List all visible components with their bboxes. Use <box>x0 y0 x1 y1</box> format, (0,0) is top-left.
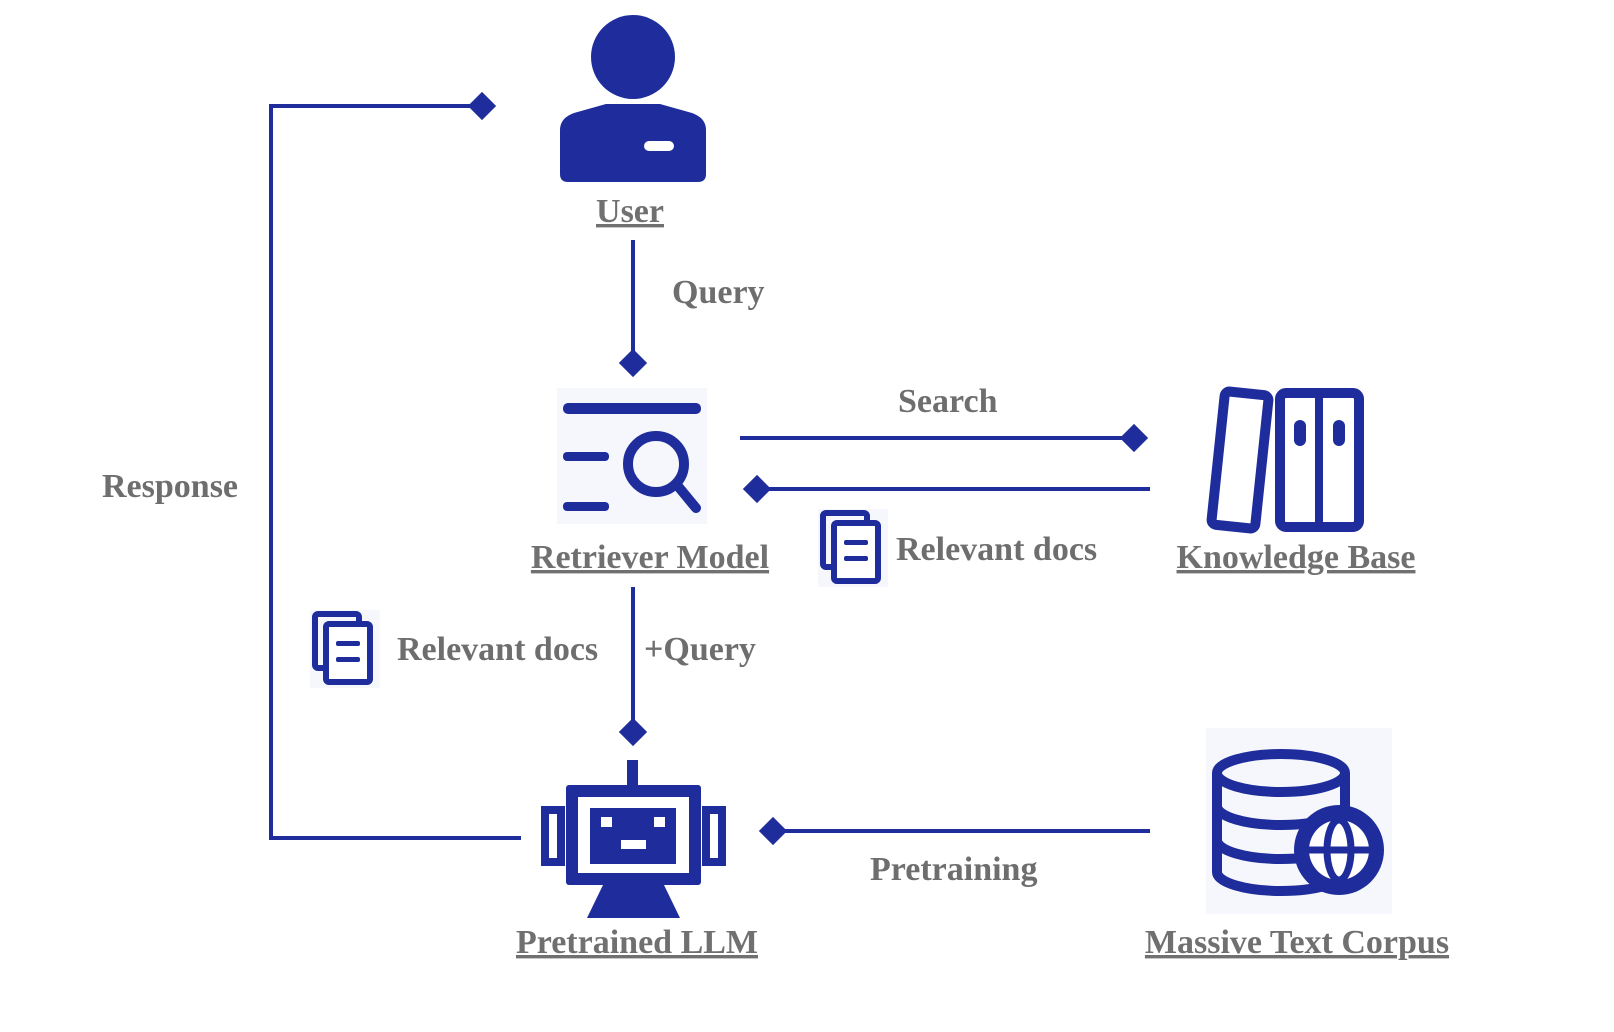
edge-search: Search <box>740 383 1149 453</box>
search-list-icon <box>557 388 707 524</box>
robot-icon <box>541 760 726 918</box>
node-knowledge-base: Knowledge Base <box>1177 386 1416 576</box>
corpus-label: Massive Text Corpus <box>1145 924 1449 961</box>
query-label: Query <box>672 274 765 311</box>
query-arrowhead <box>618 348 648 378</box>
search-label: Search <box>898 383 998 420</box>
user-icon <box>560 15 706 182</box>
user-label: User <box>596 193 664 230</box>
edge-docs-query: Relevant docs +Query <box>310 587 756 747</box>
llm-label: Pretrained LLM <box>516 924 758 961</box>
edge-kb-docs: Relevant docs <box>742 474 1150 587</box>
edge-response: Response <box>102 91 521 840</box>
node-user: User <box>560 15 706 230</box>
node-retriever: Retriever Model <box>531 388 769 576</box>
edge-query: Query <box>618 240 765 378</box>
node-corpus: Massive Text Corpus <box>1145 728 1449 961</box>
search-arrowhead <box>1119 423 1149 453</box>
pretraining-label: Pretraining <box>870 851 1037 888</box>
books-icon <box>1206 386 1364 534</box>
docs-query-label: Relevant docs <box>397 631 598 668</box>
response-label: Response <box>102 468 238 505</box>
edge-pretraining: Pretraining <box>758 816 1150 888</box>
pretraining-arrowhead <box>758 816 788 846</box>
documents-icon <box>310 610 380 688</box>
knowledge-base-label: Knowledge Base <box>1177 539 1416 576</box>
node-llm: Pretrained LLM <box>516 760 758 961</box>
retriever-label: Retriever Model <box>531 539 769 576</box>
documents-icon <box>818 509 888 587</box>
kb-docs-label: Relevant docs <box>896 531 1097 568</box>
docs-query-arrowhead <box>618 717 648 747</box>
response-arrowhead <box>467 91 497 121</box>
docs-query-label2: +Query <box>644 631 756 668</box>
database-globe-icon <box>1206 728 1392 914</box>
kb-docs-arrowhead <box>742 474 772 504</box>
